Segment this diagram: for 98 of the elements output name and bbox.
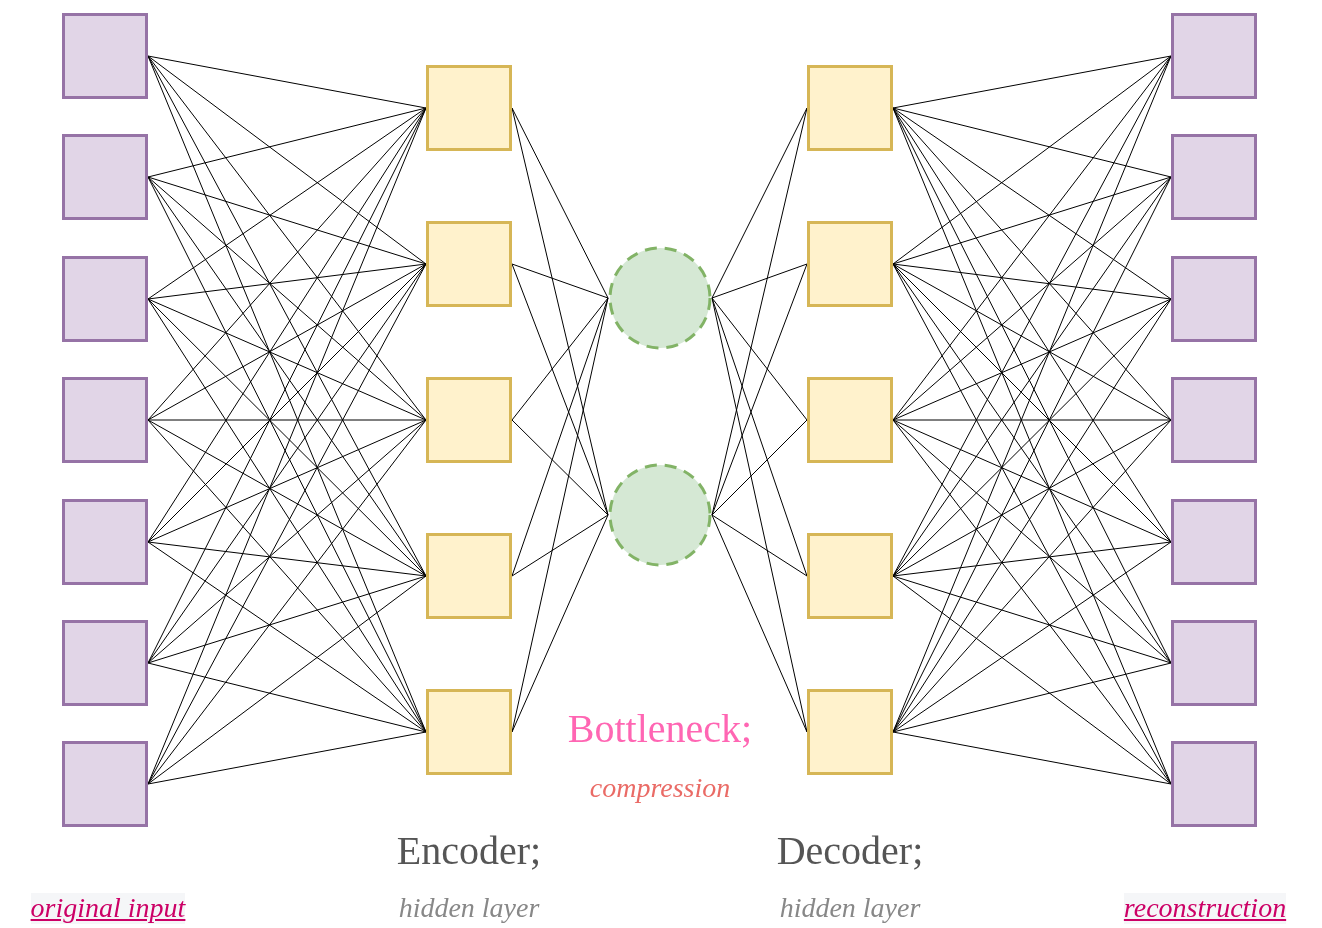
output-link: reconstruction <box>1123 893 1287 924</box>
connection-line <box>147 55 427 265</box>
bottleneck-subtitle: compression <box>589 773 731 804</box>
connection-line <box>511 297 609 421</box>
connection-line <box>892 176 1172 265</box>
connection-line <box>892 575 1172 785</box>
input-node-box <box>62 620 148 706</box>
decoder-node-box <box>807 533 893 619</box>
connection-line <box>147 419 427 664</box>
output-node-box <box>1171 620 1257 706</box>
connection-line <box>892 419 1172 664</box>
connection-line <box>892 575 1172 664</box>
input-node-box <box>62 377 148 463</box>
connection-line <box>892 298 1172 421</box>
connection-line <box>892 419 1172 421</box>
connection-line <box>711 297 808 577</box>
bottleneck-title: Bottleneck; <box>567 707 753 751</box>
connection-line <box>147 419 427 577</box>
connection-line <box>892 662 1172 733</box>
decoder-subtitle: hidden layer <box>779 893 921 924</box>
encoder-title: Encoder; <box>396 829 542 873</box>
connection-line <box>147 731 427 785</box>
connection-line <box>892 263 1172 421</box>
input-node-box <box>62 134 148 220</box>
input-link: original input <box>30 893 186 924</box>
encoder-node-box <box>426 221 512 307</box>
connection-line <box>147 419 427 543</box>
connection-line <box>892 107 1172 178</box>
output-node-box <box>1171 134 1257 220</box>
connection-line <box>892 107 1172 300</box>
connection-line <box>147 107 427 664</box>
connection-line <box>511 419 609 516</box>
connection-line <box>511 514 609 577</box>
decoder-node-box <box>807 65 893 151</box>
connection-line <box>147 55 427 109</box>
connection-line <box>892 176 1172 733</box>
connection-line <box>711 263 808 299</box>
encoder-node-box <box>426 377 512 463</box>
connection-line <box>511 514 609 733</box>
input-node-box <box>62 13 148 99</box>
bottleneck-node-circle <box>608 246 712 350</box>
connection-line <box>147 107 427 178</box>
connection-line <box>892 107 1172 543</box>
connection-line <box>511 107 609 299</box>
connection-line <box>892 541 1172 577</box>
connection-line <box>892 419 1172 577</box>
connection-line <box>147 575 427 664</box>
connection-line <box>711 263 808 516</box>
input-node-box <box>62 499 148 585</box>
connection-line <box>147 176 427 577</box>
connection-line <box>511 263 609 516</box>
connection-line <box>147 176 427 265</box>
output-node-box <box>1171 499 1257 585</box>
connection-line <box>511 263 609 299</box>
connection-line <box>147 176 427 421</box>
input-node-box <box>62 741 148 827</box>
connection-line <box>711 297 808 421</box>
connection-line <box>892 731 1172 785</box>
connection-line <box>147 107 427 300</box>
connection-line <box>147 541 427 577</box>
connection-line <box>892 263 1172 664</box>
connection-line <box>711 107 808 299</box>
connection-line <box>892 55 1172 265</box>
connection-line <box>892 298 1172 577</box>
connection-line <box>147 298 427 421</box>
connection-line <box>892 263 1172 300</box>
output-node-box <box>1171 741 1257 827</box>
connection-line <box>892 541 1172 733</box>
output-node-box <box>1171 256 1257 342</box>
connection-line <box>147 541 427 733</box>
bottleneck-node-circle <box>608 463 712 567</box>
connection-line <box>147 263 427 421</box>
connection-line <box>147 263 427 300</box>
output-node-box <box>1171 13 1257 99</box>
encoder-node-box <box>426 533 512 619</box>
connection-line <box>892 55 1172 109</box>
encoder-node-box <box>426 65 512 151</box>
connection-line <box>892 176 1172 421</box>
connection-line <box>892 176 1172 577</box>
encoder-subtitle: hidden layer <box>398 893 540 924</box>
connection-line <box>711 419 808 516</box>
connection-line <box>711 514 808 733</box>
connection-line <box>711 514 808 577</box>
input-node-box <box>62 256 148 342</box>
connection-line <box>147 419 427 421</box>
decoder-node-box <box>807 689 893 775</box>
decoder-node-box <box>807 377 893 463</box>
connection-line <box>147 662 427 733</box>
connection-line <box>147 298 427 577</box>
connection-line <box>147 263 427 664</box>
connection-line <box>511 297 609 577</box>
connection-line <box>147 575 427 785</box>
encoder-node-box <box>426 689 512 775</box>
decoder-title: Decoder; <box>776 829 924 873</box>
connection-line <box>511 107 609 516</box>
decoder-node-box <box>807 221 893 307</box>
connection-line <box>892 419 1172 543</box>
output-node-box <box>1171 377 1257 463</box>
